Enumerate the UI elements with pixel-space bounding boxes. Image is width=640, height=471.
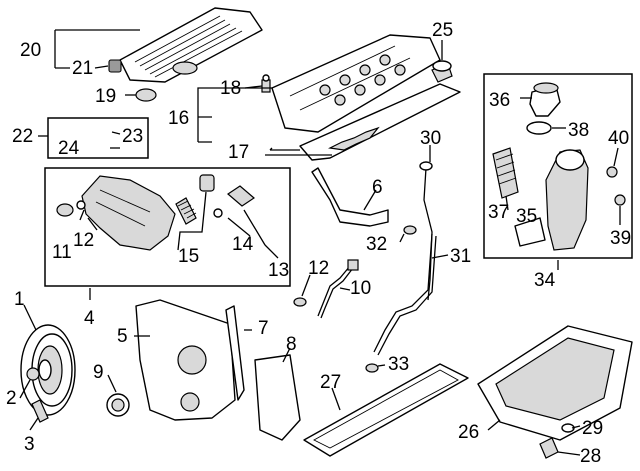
callout-15: 15 (178, 246, 199, 267)
callout-18: 18 (220, 78, 241, 99)
leader-lines (19, 29, 621, 456)
gasket-7[interactable] (225, 305, 245, 401)
filter-cap-36[interactable] (529, 82, 561, 117)
callout-23: 23 (122, 126, 143, 147)
callout-7: 7 (258, 318, 269, 339)
oil-cap-25[interactable] (431, 60, 453, 83)
callout-30: 30 (420, 128, 441, 149)
callout-33: 33 (388, 354, 409, 375)
callout-28: 28 (580, 446, 601, 467)
callout-26: 26 (458, 422, 479, 443)
callout-4: 4 (84, 308, 95, 329)
front-seal-9[interactable] (106, 393, 130, 417)
callout-24: 24 (58, 138, 80, 159)
callout-9: 9 (93, 362, 104, 383)
drain-plug-28[interactable] (539, 437, 559, 459)
seal-11[interactable] (56, 203, 74, 217)
callout-10: 10 (350, 278, 371, 299)
dipstick-30[interactable] (419, 161, 433, 301)
seal-32[interactable] (403, 225, 417, 235)
oil-pan-gasket-27[interactable] (303, 363, 469, 457)
callout-29: 29 (582, 418, 603, 439)
callout-13: 13 (268, 260, 289, 281)
callout-12b: 12 (308, 258, 329, 279)
callout-22: 22 (12, 126, 33, 147)
callout-11: 11 (52, 242, 72, 263)
bolt-40[interactable] (606, 166, 618, 178)
o-ring-38[interactable] (526, 121, 552, 135)
group-box-4 (44, 167, 291, 287)
callout-3: 3 (24, 434, 35, 455)
timing-case-housing[interactable] (81, 175, 176, 251)
callout-2: 2 (6, 388, 17, 409)
callout-6: 6 (372, 177, 383, 198)
callout-8: 8 (286, 334, 297, 355)
timing-cover-5[interactable] (135, 299, 236, 421)
callout-16: 16 (168, 108, 189, 129)
callout-36: 36 (489, 90, 510, 111)
valve-cover-gasket[interactable] (299, 83, 461, 161)
callout-40: 40 (608, 128, 629, 149)
engine-cover[interactable] (119, 7, 263, 83)
washer-12b[interactable] (293, 297, 307, 307)
dipstick-tube-31[interactable] (373, 233, 437, 356)
callout-27: 27 (320, 372, 341, 393)
gasket-8[interactable] (254, 354, 301, 441)
bracket-6[interactable] (311, 167, 389, 227)
callout-38: 38 (568, 120, 589, 141)
washer-14[interactable] (213, 208, 223, 218)
group-box-22 (47, 117, 149, 159)
sensor-18[interactable] (261, 74, 271, 93)
gasket-35[interactable] (514, 217, 546, 247)
washer-12[interactable] (76, 200, 86, 210)
callout-21: 21 (72, 58, 93, 79)
callout-17: 17 (228, 142, 249, 163)
callout-14: 14 (232, 234, 254, 255)
spring-15a[interactable] (175, 197, 197, 225)
callout-19: 19 (95, 86, 116, 107)
filter-housing-35[interactable] (545, 149, 589, 251)
callout-12a: 12 (73, 230, 94, 251)
callout-31: 31 (450, 246, 471, 267)
seal-33[interactable] (365, 363, 379, 373)
callout-20: 20 (20, 40, 41, 61)
cap-seal-19[interactable] (135, 88, 157, 102)
callout-25: 25 (432, 20, 453, 41)
cover-grommet[interactable] (108, 59, 122, 73)
valve-cover[interactable] (271, 34, 441, 133)
callout-5: 5 (117, 326, 128, 347)
bolt-3[interactable] (31, 399, 49, 423)
callout-35: 35 (516, 206, 537, 227)
filter-element-37[interactable] (492, 147, 519, 199)
group-box-34 (483, 73, 633, 259)
piston-15b[interactable] (199, 174, 215, 192)
callout-1: 1 (14, 289, 25, 310)
bolt-2[interactable] (26, 367, 40, 381)
callout-37: 37 (488, 202, 509, 223)
callout-32: 32 (366, 234, 387, 255)
tensioner-13[interactable] (227, 185, 255, 207)
oil-sensor-harness-10[interactable] (317, 259, 359, 319)
callout-39: 39 (610, 228, 631, 249)
crankshaft-pulley[interactable] (20, 324, 76, 416)
bolt-39[interactable] (614, 194, 626, 206)
oil-pan-26[interactable] (477, 325, 633, 441)
callout-labels: 1 2 3 4 5 6 7 8 9 10 11 12 12 13 14 15 1… (6, 20, 631, 467)
callout-34: 34 (534, 270, 556, 291)
